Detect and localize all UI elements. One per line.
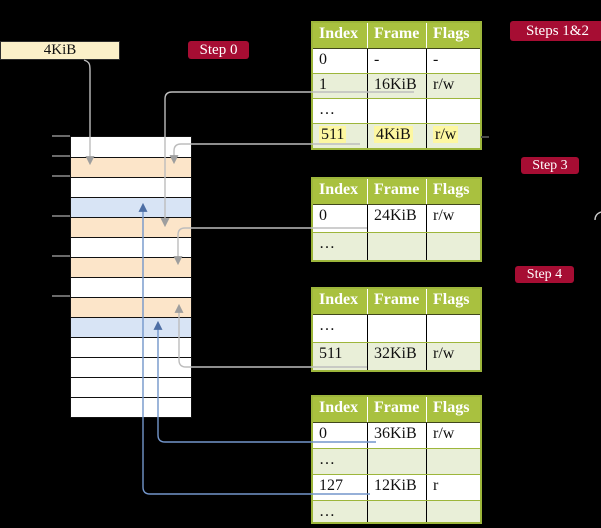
cell-flags: r/w (426, 205, 480, 232)
cell-flags (426, 315, 480, 342)
cell-frame (367, 99, 426, 123)
cell-frame: 36KiB (367, 423, 426, 448)
column-header-flags: Flags (426, 289, 480, 314)
tick-mark (52, 295, 70, 297)
step-0-badge: Step 0 (188, 41, 249, 59)
column-header-flags: Flags (426, 23, 480, 48)
column-header-frame: Frame (367, 397, 426, 422)
table-row: 0 - - (313, 48, 480, 73)
column-header-frame: Frame (367, 179, 426, 204)
cell-index: 0 (319, 207, 327, 224)
cell-flags (426, 233, 480, 260)
tick-mark (52, 175, 70, 177)
cell-index: 0 (319, 425, 327, 442)
cell-frame: 24KiB (367, 205, 426, 232)
chunk-size-box: 4KiB (0, 41, 120, 60)
cell-index: … (319, 451, 335, 468)
memory-row (71, 157, 191, 177)
highlighted-value: 4KiB (374, 126, 413, 143)
step-4-badge: Step 4 (515, 266, 574, 283)
cell-flags: r/w (426, 343, 480, 370)
table-row: … (313, 448, 480, 474)
page-table-final: Index Frame Flags 0 36KiB r/w … 127 12Ki… (311, 395, 482, 524)
memory-row (71, 297, 191, 317)
column-header-index: Index (313, 289, 367, 314)
step-3-badge: Step 3 (521, 157, 579, 174)
cell-frame (367, 449, 426, 474)
cell-flags: r (426, 475, 480, 500)
memory-row (71, 377, 191, 397)
column-header-index: Index (313, 397, 367, 422)
tick-mark (52, 135, 70, 137)
callout-stub-right-edge (594, 211, 601, 221)
cell-index: … (319, 101, 335, 118)
memory-row (71, 197, 191, 217)
cell-index: … (319, 503, 335, 520)
column-header-flags: Flags (426, 179, 480, 204)
table-row: 0 24KiB r/w (313, 204, 480, 232)
cell-index: 511 (319, 345, 343, 362)
tick-mark (52, 255, 70, 257)
cell-frame: 16KiB (367, 74, 426, 98)
cell-frame: 4KiB (367, 124, 426, 148)
memory-row (71, 397, 191, 417)
table-row: 511 32KiB r/w (313, 342, 480, 370)
table-row-highlighted: 511 4KiB r/w (313, 123, 480, 148)
cell-flags: r/w (426, 423, 480, 448)
cell-index: … (319, 235, 335, 252)
memory-row (71, 217, 191, 237)
cell-frame (367, 315, 426, 342)
memory-row (71, 257, 191, 277)
column-header-flags: Flags (426, 397, 480, 422)
cell-index: 0 (319, 51, 327, 68)
memory-row (71, 337, 191, 357)
memory-row (71, 317, 191, 337)
steps-1-2-badge: Steps 1&2 (510, 21, 601, 41)
table-row: … (313, 500, 480, 522)
table-row: … (313, 98, 480, 123)
cell-flags (426, 449, 480, 474)
column-header-frame: Frame (367, 289, 426, 314)
tick-mark (52, 155, 70, 157)
chunk-size-label: 4KiB (43, 42, 77, 58)
cell-index: 511 (313, 124, 367, 148)
page-table-step-3: Index Frame Flags 0 24KiB r/w … (311, 177, 482, 262)
cell-frame (367, 233, 426, 260)
cell-flags: r/w (426, 124, 480, 148)
memory-row (71, 177, 191, 197)
cell-index: 1 (319, 76, 327, 93)
cell-frame: 32KiB (367, 343, 426, 370)
table-row: … (313, 314, 480, 342)
highlighted-value: 511 (319, 126, 347, 143)
table-row: 0 36KiB r/w (313, 422, 480, 448)
cell-index: 127 (319, 477, 343, 494)
table-row: … (313, 232, 480, 260)
memory-row (71, 357, 191, 377)
page-table-step-4: Index Frame Flags … 511 32KiB r/w (311, 287, 482, 372)
page-table-steps-1-2: Index Frame Flags 0 - - 1 16KiB r/w … 51… (311, 21, 482, 150)
cell-frame: - (367, 49, 426, 73)
memory-row (71, 277, 191, 297)
cell-flags: r/w (426, 74, 480, 98)
cell-index: … (319, 317, 335, 334)
physical-memory-column (70, 136, 192, 418)
tick-mark (52, 215, 70, 217)
memory-row (71, 237, 191, 257)
cell-flags (426, 501, 480, 522)
memory-row (71, 137, 191, 157)
table-row: 1 16KiB r/w (313, 73, 480, 98)
cell-frame (367, 501, 426, 522)
highlighted-value: r/w (433, 126, 459, 143)
cell-flags (426, 99, 480, 123)
column-header-frame: Frame (367, 23, 426, 48)
table-row: 127 12KiB r (313, 474, 480, 500)
cell-frame: 12KiB (367, 475, 426, 500)
cell-flags: - (426, 49, 480, 73)
column-header-index: Index (313, 23, 367, 48)
column-header-index: Index (313, 179, 367, 204)
